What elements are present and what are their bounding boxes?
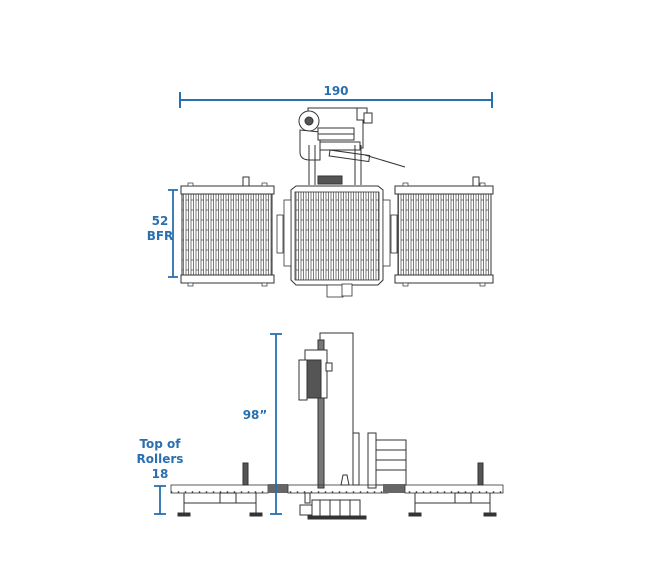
overall-width-label: 190 [323,84,349,98]
roller-height-line2: Rollers [136,452,184,466]
left-conveyor-side [177,462,263,517]
overall-height-label: 98” [242,408,268,422]
conveyor-width-dimension-line [168,189,178,278]
right-conveyor-side [408,462,497,517]
conveyor-width-unit: BFR [146,229,174,243]
mast-side [298,332,407,489]
roller-height-dimension-line [154,485,166,515]
top-view [168,92,494,298]
height-dimension-line [270,333,282,515]
roller-height-label: Top of Rollers 18 [132,437,188,482]
conveyor-width-label: 52 BFR [138,214,182,244]
wrapper-head-top [298,107,406,185]
conveyor-width-value: 52 [151,214,169,228]
left-conveyor-top [180,176,275,287]
roller-height-line1: Top of [139,437,181,451]
side-view [154,332,504,520]
turntable-top [276,185,398,298]
roller-height-value: 18 [151,467,169,481]
right-conveyor-top [394,176,494,287]
turntable-base-side [299,492,367,520]
width-dimension-line [179,92,493,108]
conveyor-line-side [170,484,504,494]
